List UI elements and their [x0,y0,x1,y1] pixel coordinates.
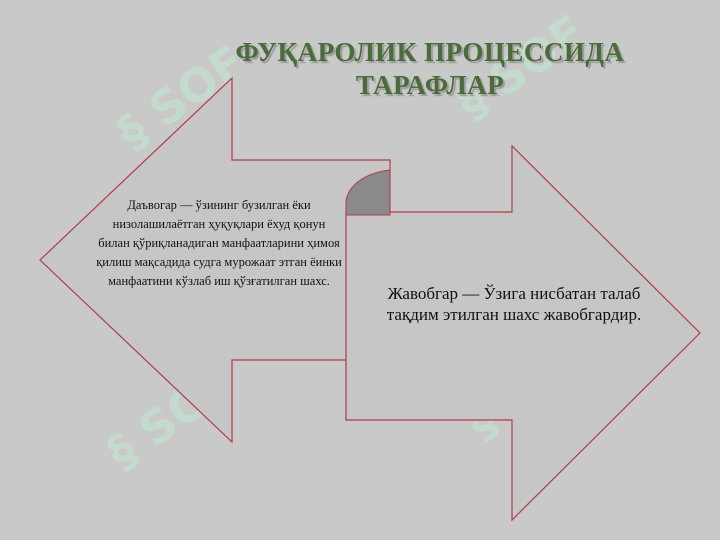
title-line-1: ФУҚАРОЛИК ПРОЦЕССИДА [235,37,625,67]
paper-curl [345,169,391,216]
title-line-2: ТАРАФЛАР [355,70,505,100]
right-arrow [345,144,701,522]
slide-title: ФУҚАРОЛИК ПРОЦЕССИДА ТАРАФЛАР [150,36,710,102]
plaintiff-definition: Даъвогар — ўзининг бузилган ёки низолаши… [96,198,342,288]
left-arrow [39,76,391,444]
defendant-definition: Жавобгар — Ўзига нисбатан талаб тақдим э… [386,284,642,324]
